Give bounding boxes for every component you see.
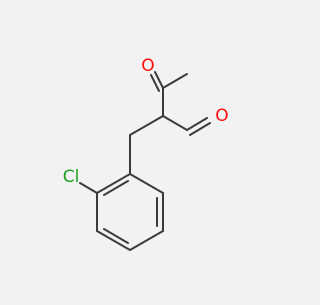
bond-ketone-double-1 [154,71,164,89]
bond-ring-chlorine [79,182,98,194]
bond-alpha-methylene [129,115,164,136]
bond-aldehyde-double-2 [189,122,211,136]
bond-alpha-aldehyde [162,115,188,131]
chlorine-label: Cl [63,167,80,187]
ketone-oxygen-label: O [141,56,154,76]
bond-aldehyde-double-1 [186,117,208,131]
aldehyde-oxygen-label: O [215,106,228,126]
ring-inner-double-3 [103,180,129,196]
ring-bond-6 [96,173,131,194]
ring-bond-3 [129,230,164,251]
structure-canvas: O O Cl [62,56,229,251]
molecule-structure-diagram: O O Cl [63,56,229,251]
ring-bond-1 [129,173,164,194]
ring-inner-double-2 [103,228,129,244]
bond-group [79,71,211,251]
bond-methyl-carbonyl [162,73,188,89]
bond-ketone-double-2 [150,74,160,92]
ring-bond-4 [96,230,131,251]
